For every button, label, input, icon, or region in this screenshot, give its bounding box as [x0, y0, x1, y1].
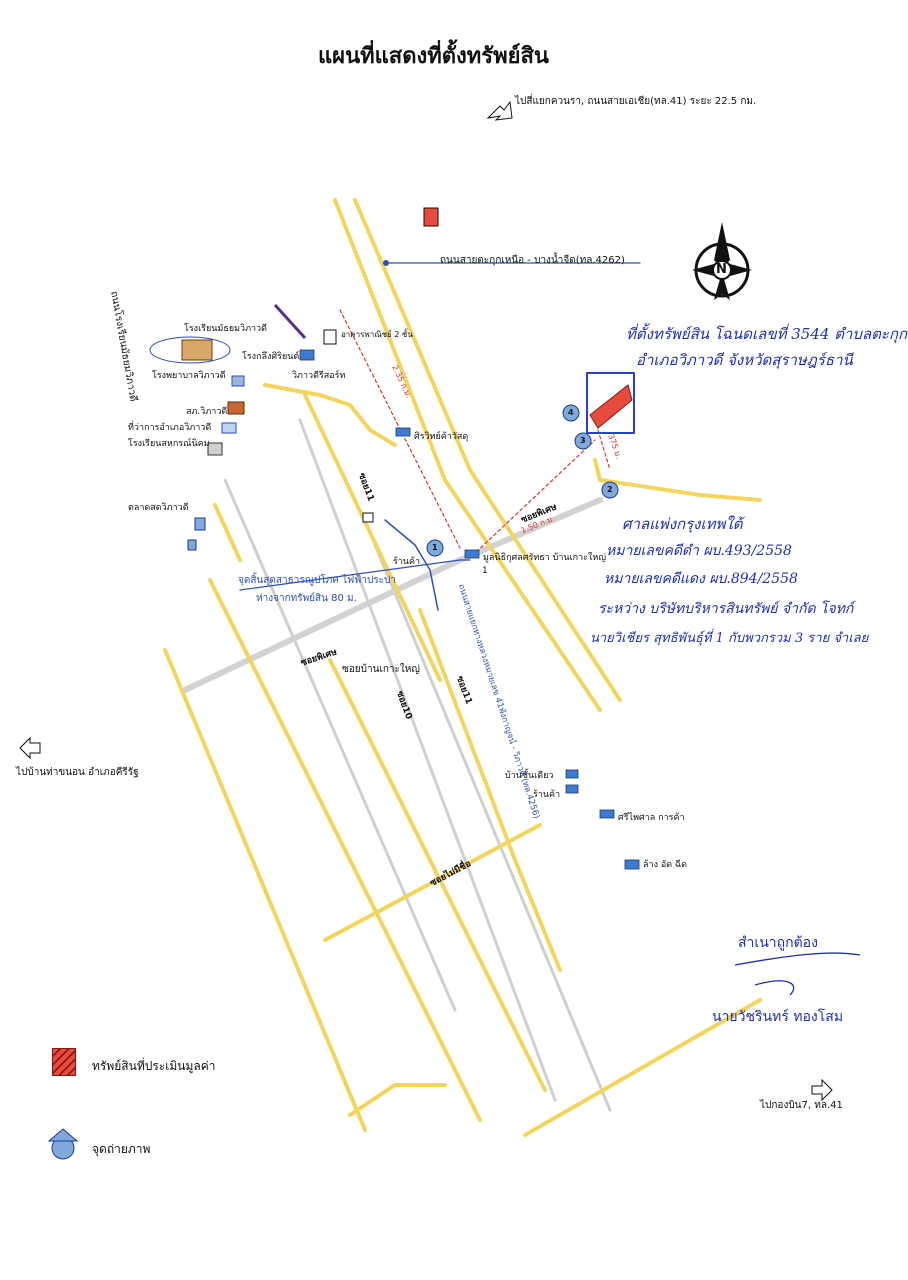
- photo-point-1-icon: [426, 539, 444, 557]
- label-school-matthayom: โรงเรียนมัธยมวิภาวดี: [184, 324, 267, 334]
- legend-property-label: ทรัพย์สินที่ประเมินมูลค่า: [92, 1059, 216, 1073]
- road-left-short: [213, 503, 242, 562]
- road-center: [328, 658, 547, 1092]
- road-soi-11b: [418, 608, 562, 972]
- factory-pointer-icon: [273, 303, 307, 340]
- school-ground-icon: [149, 336, 231, 364]
- photo-point-3-icon: [574, 432, 592, 450]
- road-curve-top: [263, 383, 397, 447]
- shophouse-icon: [323, 329, 337, 345]
- handwriting-court-2: หมายเลขคดีดำ ผบ.493/2558: [606, 543, 792, 559]
- label-shop-1: ร้านค้า: [393, 557, 421, 567]
- arrow-top-right-icon: [486, 100, 513, 121]
- photo-point-2-icon: [601, 481, 619, 499]
- market-icon-2: [187, 539, 197, 551]
- gray-road-2: [298, 418, 557, 1102]
- signature-swash-icon: [734, 952, 861, 996]
- school-building-icon: [181, 339, 213, 361]
- road-label-dot: [383, 260, 389, 266]
- label-shop-2: ร้านค้า: [533, 790, 561, 800]
- label-shophouse: อาคารพาณิชย์ 2 ชั้น: [341, 330, 413, 339]
- legend-photo-point-icon: [47, 1128, 79, 1160]
- building-icon-tang-ad-chid: [624, 859, 640, 870]
- label-district-office: ที่ว่าการอำเภอวิภาวดี: [128, 423, 212, 433]
- property-boundary: [586, 372, 635, 434]
- property-parcel: [589, 384, 633, 429]
- gas-station-icon: [423, 207, 439, 227]
- handwriting-location-2: อำเภอวิภาวดี จังหวัดสุราษฎร์ธานี: [636, 351, 853, 369]
- photo-point-label-2: 2: [607, 485, 613, 494]
- road-left-long: [163, 648, 367, 1132]
- building-icon-sriphaisan: [599, 809, 615, 819]
- handwriting-location-1: ที่ตั้งทรัพย์สิน โฉนดเลขที่ 3544 ตำบลตะก…: [626, 325, 908, 343]
- building-icon-foundation: [464, 549, 480, 559]
- distance-line-2: [471, 439, 596, 557]
- handwriting-court-3: หมายเลขคดีแดง ผบ.894/2558: [604, 571, 798, 587]
- label-sriphaisan: ศรีไพศาล การค้า: [618, 813, 685, 823]
- building-icon-factory: [299, 349, 315, 361]
- photo-point-4-icon: [562, 404, 580, 422]
- market-icon-1: [194, 517, 206, 531]
- handwriting-court-5: นายวิเชียร สุทธิพันธุ์ที่ 1 กับพวกรวม 3 …: [590, 631, 869, 646]
- gray-road-3: [373, 543, 612, 1112]
- map-title: แผนที่แสดงที่ตั้งทรัพย์สิน: [318, 44, 549, 69]
- direction-bottom-right: ไปกองบิน7, ทล.41: [760, 1100, 843, 1111]
- label-hospital: โรงพยาบาลวิภาวดี: [152, 371, 226, 381]
- label-store-sirivat: ศิรวิทย์ค้าวัสดุ: [414, 432, 469, 442]
- handwriting-court-1: ศาลแพ่งกรุงเทพใต้: [622, 515, 743, 533]
- road-label-main-top: ถนนสายตะกุกเหนือ - บางน้ำจืด(ทล.4262): [440, 255, 625, 266]
- district-office-icon: [221, 422, 237, 434]
- building-icon-shop-2: [565, 784, 579, 794]
- road-soi-piset-right: [593, 458, 762, 502]
- building-icon-ban-chan-diao: [565, 769, 579, 779]
- building-icon-store-sirivat: [395, 427, 411, 437]
- label-foundation-number: 1: [482, 566, 488, 576]
- photo-point-label-3: 3: [580, 436, 586, 445]
- legend-photo-point-label: จุดถ่ายภาพ: [92, 1142, 151, 1156]
- compass-icon: [692, 222, 752, 300]
- school-sahakorn-icon: [207, 442, 223, 456]
- label-tang-ad-chid: ล้าง อัด ฉีด: [643, 860, 687, 870]
- distance-line-3: [597, 429, 611, 471]
- direction-left: ไปบ้านท่าขนอน อำเภอคีรีรัฐ: [16, 767, 139, 778]
- shop-house-small-icon: [362, 512, 374, 523]
- road-bottom-right: [523, 998, 762, 1137]
- handwriting-signer: นายวัชรินทร์ ทองโสม: [712, 1009, 844, 1025]
- road-soi-11: [303, 393, 442, 682]
- label-school-sahakorn: โรงเรียนสหกรณ์นิคม: [128, 439, 210, 449]
- road-soi-mai-chue: [323, 823, 542, 942]
- hospital-building-icon: [231, 375, 245, 387]
- handwriting-certified: สำเนาถูกต้อง: [738, 935, 818, 951]
- label-foundation: มูลนิธิกุศลศรัทธา บ้านเกาะใหญ่: [483, 553, 606, 563]
- photo-point-label-4: 4: [568, 408, 574, 417]
- utility-arrow: [384, 519, 439, 611]
- gray-road-1: [223, 478, 457, 1012]
- utility-pointer-line: [239, 559, 471, 591]
- road-label-soi-ban-ko-yai: ซอยบ้านเกาะใหญ่: [342, 664, 420, 675]
- main-road-vertical: [333, 198, 602, 712]
- label-ban-chan-diao: บ้านชั้นเดียว: [505, 771, 554, 781]
- label-factory: โรงกลึงศิริยนต์: [242, 352, 300, 362]
- label-market: ตลาดสดวิภาวดี: [128, 503, 189, 513]
- compass-letter: N: [716, 262, 727, 277]
- road-bottom-left: [348, 1083, 447, 1117]
- utility-note-line-2: ห่างจากทรัพย์สิน 80 ม.: [256, 593, 357, 604]
- handwriting-court-4: ระหว่าง บริษัทบริหารสินทรัพย์ จำกัด โจทก…: [598, 601, 854, 617]
- main-road-vertical-2: [353, 198, 622, 702]
- label-garage: วิภาวดีรีสอร์ท: [292, 371, 346, 381]
- photo-point-label-1: 1: [432, 543, 438, 552]
- police-building-icon: [227, 401, 245, 415]
- utility-note-line-1: จุดสิ้นสุดสาธารณูปโภค ไฟฟ้าประปา: [238, 575, 397, 586]
- label-police: สภ.วิภาวดี: [186, 407, 228, 417]
- arrow-bottom-right-icon: [811, 1078, 833, 1102]
- direction-top-right: ไปสี่แยกควนรา, ถนนสายเอเชีย(ทล.41) ระยะ …: [515, 96, 757, 107]
- road-left-long-2: [208, 578, 482, 1122]
- arrow-left-icon: [19, 736, 41, 760]
- legend-property-swatch: [52, 1048, 76, 1076]
